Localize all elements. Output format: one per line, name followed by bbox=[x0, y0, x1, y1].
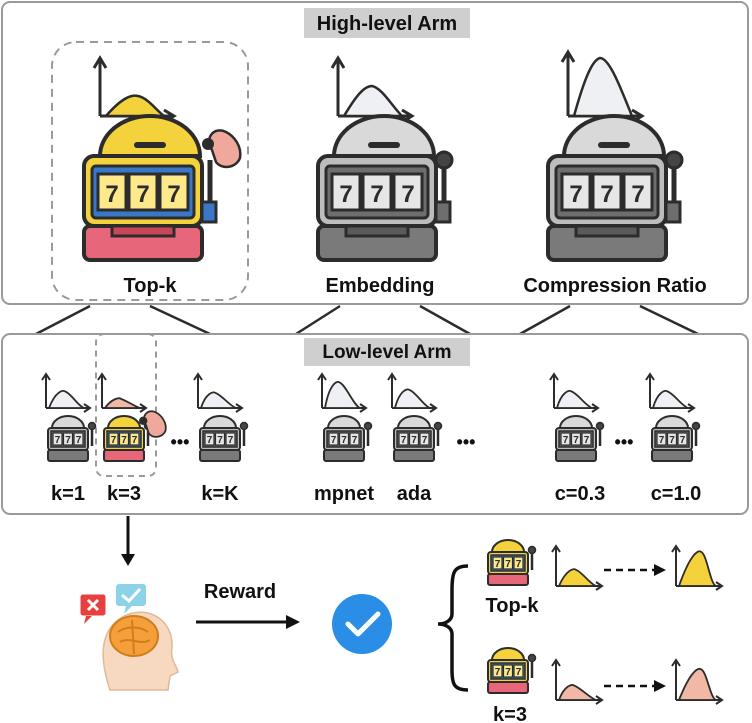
selected-low-arm-highlight bbox=[95, 333, 157, 477]
selected-high-arm-highlight bbox=[51, 41, 249, 301]
svg-text:7: 7 bbox=[121, 435, 127, 446]
svg-text:7: 7 bbox=[631, 181, 644, 208]
low-arm-label-c03: c=0.3 bbox=[555, 483, 606, 505]
high-level-title-bg bbox=[304, 8, 470, 38]
low-arm-distribution-1 bbox=[97, 372, 148, 413]
reward-label: Reward bbox=[204, 581, 276, 603]
low-arm-label-k3: k=3 bbox=[107, 483, 141, 505]
check-circle-icon bbox=[332, 594, 392, 654]
svg-text:7: 7 bbox=[339, 181, 352, 208]
compression-ratio-slot-machine: 7 7 7 bbox=[546, 49, 682, 262]
svg-text:7: 7 bbox=[569, 181, 582, 208]
svg-text:7: 7 bbox=[505, 559, 511, 570]
svg-text:7: 7 bbox=[600, 181, 613, 208]
svg-text:7: 7 bbox=[370, 181, 383, 208]
svg-text:7: 7 bbox=[505, 667, 511, 678]
svg-text:7: 7 bbox=[516, 667, 522, 678]
svg-text:7: 7 bbox=[495, 667, 501, 678]
svg-text:7: 7 bbox=[401, 181, 414, 208]
high-level-title: High-level Arm bbox=[317, 13, 457, 35]
svg-text:7: 7 bbox=[76, 435, 82, 446]
low-arm-distribution-5 bbox=[549, 372, 600, 413]
svg-text:7: 7 bbox=[65, 435, 71, 446]
ellipsis-topk: ••• bbox=[171, 432, 190, 452]
low-level-title: Low-level Arm bbox=[322, 342, 451, 363]
svg-text:7: 7 bbox=[105, 181, 118, 208]
svg-text:7: 7 bbox=[207, 435, 213, 446]
svg-text:7: 7 bbox=[401, 435, 407, 446]
result-brace bbox=[437, 564, 469, 692]
svg-text:7: 7 bbox=[411, 435, 417, 446]
svg-text:7: 7 bbox=[331, 435, 337, 446]
low-arm-label-kK: k=K bbox=[201, 483, 239, 505]
high-arm-label-embedding: Embedding bbox=[326, 275, 435, 297]
result-label-topk: Top-k bbox=[486, 595, 540, 617]
svg-text:7: 7 bbox=[573, 435, 579, 446]
low-arm-distribution-6 bbox=[645, 372, 696, 413]
svg-text:7: 7 bbox=[680, 435, 686, 446]
update-arrows bbox=[604, 564, 666, 692]
low-arm-label-ada: ada bbox=[397, 483, 432, 505]
k3-before-distribution bbox=[551, 658, 604, 705]
low-arm-label-k1: k=1 bbox=[51, 483, 85, 505]
top-k-distribution-icon bbox=[92, 55, 177, 124]
low-arm-label-mpnet: mpnet bbox=[314, 483, 374, 505]
result-distributions bbox=[551, 544, 724, 705]
k3-after-distribution bbox=[671, 658, 724, 705]
svg-text:7: 7 bbox=[495, 559, 501, 570]
high-arm-label-topk: Top-k bbox=[124, 275, 178, 297]
reward-arrow-head bbox=[286, 615, 300, 629]
topk-before-distribution bbox=[551, 544, 604, 591]
low-arm-distribution-0 bbox=[41, 372, 92, 413]
svg-text:7: 7 bbox=[136, 181, 149, 208]
low-arm-label-c10: c=1.0 bbox=[651, 483, 702, 505]
topk-after-distribution bbox=[671, 544, 724, 591]
svg-text:7: 7 bbox=[55, 435, 61, 446]
svg-text:7: 7 bbox=[217, 435, 223, 446]
low-level-panel bbox=[1, 333, 749, 515]
ellipsis-embedding: ••• bbox=[457, 432, 476, 452]
high-arm-label-compression: Compression Ratio bbox=[523, 275, 706, 297]
low-level-title-bg bbox=[304, 338, 470, 366]
low-arm-distribution-2 bbox=[193, 372, 244, 413]
svg-text:7: 7 bbox=[228, 435, 234, 446]
top-k-slot-machine: 7 7 7 bbox=[82, 55, 242, 262]
user-feedback-icon bbox=[79, 584, 179, 691]
svg-text:7: 7 bbox=[132, 435, 138, 446]
result-label-k3: k=3 bbox=[493, 704, 527, 723]
svg-text:7: 7 bbox=[352, 435, 358, 446]
svg-text:7: 7 bbox=[167, 181, 180, 208]
tree-connectors bbox=[35, 304, 699, 336]
low-arm-distribution-3 bbox=[317, 372, 368, 413]
embedding-slot-machine: 7 7 7 bbox=[316, 55, 452, 262]
low-arm-distribution-4 bbox=[387, 372, 438, 413]
svg-text:7: 7 bbox=[563, 435, 569, 446]
svg-text:7: 7 bbox=[341, 435, 347, 446]
ellipsis-compression: ••• bbox=[615, 432, 634, 452]
svg-text:7: 7 bbox=[669, 435, 675, 446]
down-arrow-head bbox=[121, 554, 135, 566]
svg-text:7: 7 bbox=[516, 559, 522, 570]
svg-text:7: 7 bbox=[422, 435, 428, 446]
svg-text:7: 7 bbox=[584, 435, 590, 446]
svg-text:7: 7 bbox=[659, 435, 665, 446]
svg-text:7: 7 bbox=[111, 435, 117, 446]
